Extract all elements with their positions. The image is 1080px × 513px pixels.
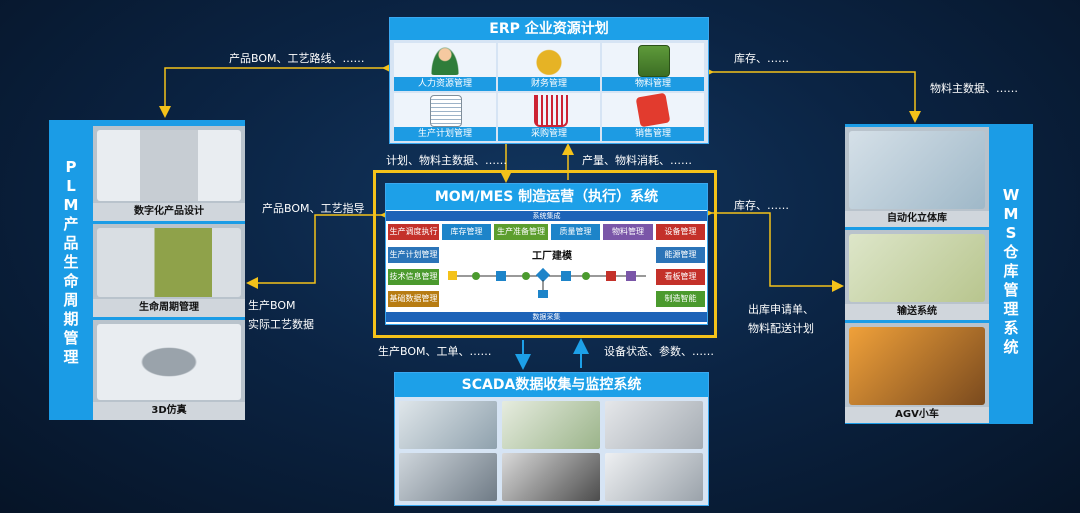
erp-cell-material: 物料管理 [602,43,704,91]
mom-module: 制造智能 [656,291,705,307]
flow-label-wms-erp: 物料主数据、…… [930,82,1018,95]
mom-module: 看板管理 [656,269,705,285]
wms-item-label: AGV小车 [845,407,989,423]
production-line-icon [502,401,600,449]
factory-model-flow-icon [448,267,646,298]
flow-label-erp-wms: 库存、…… [734,52,789,65]
flow-label-erp-to-mom: 计划、物料主数据、…… [386,154,507,167]
mom-module: 设备管理 [656,224,705,240]
mom-module: 生产调度执行 [388,224,439,240]
mom-module: 物料管理 [603,224,653,240]
erp-cell-purchase: 采购管理 [498,93,600,141]
flow-label-mom-to-erp: 产量、物料消耗、…… [582,154,692,167]
robot-cell-icon [605,401,703,449]
erp-cell-hr: 人力资源管理 [394,43,496,91]
mom-highlight-frame [373,170,717,338]
plm-item-3d: 3D仿真 [93,320,245,420]
arrow-plm-mom [246,209,392,289]
mom-panel: MOM/MES 制造运营（执行）系统 系统集成 生产调度执行 库存管理 生产准备… [385,183,708,325]
conveyor-icon [849,234,985,302]
flow-label-wms-to-mom: 库存、…… [734,199,789,212]
plm-item-lifecycle: 生命周期管理 [93,224,245,317]
erp-cell-label: 销售管理 [602,127,704,141]
flow-label-plm-to-mom: 产品BOM、工艺指导 [262,202,365,215]
mom-module: 基础数据管理 [388,291,439,307]
mom-module: 质量管理 [551,224,600,240]
joint-3d-icon [97,324,241,400]
agv-forklift-icon [849,327,985,405]
wms-item-agv: AGV小车 [845,323,989,423]
plm-item-design: 数字化产品设计 [93,126,245,221]
flow-label-scada-to-mom: 设备状态、参数、…… [604,345,714,358]
mom-bottom-strip: 数据采集 [386,312,707,322]
erp-cell-label: 财务管理 [498,77,600,91]
flow-label-erp-plm: 产品BOM、工艺路线、…… [229,52,365,65]
wms-item-warehouse: 自动化立体库 [845,127,989,227]
plm-item-label: 数字化产品设计 [93,203,245,221]
erp-cell-label: 采购管理 [498,127,600,141]
mom-module: 生产准备管理 [494,224,548,240]
flow-label-mom-to-wms-2: 物料配送计划 [748,322,814,335]
arrow-erp-plm [159,62,394,118]
sale-bag-icon [635,92,671,128]
bearing-parts-icon [605,453,703,501]
warehouse-rack-icon [849,131,985,209]
scada-panel: SCADA数据收集与监控系统 [394,372,709,506]
wms-item-label: 自动化立体库 [845,211,989,227]
erp-cell-finance: 财务管理 [498,43,600,91]
scada-title: SCADA数据收集与监控系统 [395,373,708,397]
erp-cell-sales: 销售管理 [602,92,704,141]
mom-title: MOM/MES 制造运营（执行）系统 [386,184,707,210]
person-icon [430,45,460,75]
erp-title: ERP 企业资源计划 [390,18,708,40]
erp-cell-label: 生产计划管理 [394,127,496,141]
wms-item-label: 输送系统 [845,304,989,320]
money-bag-icon [534,45,564,75]
flow-label-mom-to-plm-2: 实际工艺数据 [248,318,314,331]
erp-cell-label: 物料管理 [602,77,704,91]
mom-module: 库存管理 [442,224,491,240]
valve-drawing-icon [97,130,241,201]
erp-cell-label: 人力资源管理 [394,77,496,91]
machine-line-icon [399,401,497,449]
mom-center-title: 工厂建模 [532,251,572,262]
erp-panel: ERP 企业资源计划 人力资源管理 财务管理 物料管理 生产计划管理 采购管理 … [389,17,709,144]
plm-item-label: 3D仿真 [93,402,245,420]
arrow-wms-mom [701,207,844,292]
document-icon [430,95,462,127]
plm-item-label: 生命周期管理 [93,299,245,317]
tractor-model-icon [97,228,241,297]
flow-label-mom-to-wms-1: 出库申请单、 [748,303,814,316]
control-cabinet-icon [399,453,497,501]
mom-module: 生产计划管理 [388,247,439,263]
crates-icon [638,45,670,77]
erp-cell-production-plan: 生产计划管理 [394,93,496,141]
mom-top-strip: 系统集成 [386,211,707,221]
shopping-cart-icon [534,95,568,127]
flow-label-mom-to-plm-1: 生产BOM [248,299,296,312]
wms-item-conveyor: 输送系统 [845,230,989,320]
sensor-devices-icon [502,453,600,501]
mom-module: 技术信息管理 [388,269,439,285]
flow-label-mom-to-scada: 生产BOM、工单、…… [378,345,492,358]
mom-module: 能源管理 [656,247,705,263]
arrow-erp-wms [702,66,921,123]
